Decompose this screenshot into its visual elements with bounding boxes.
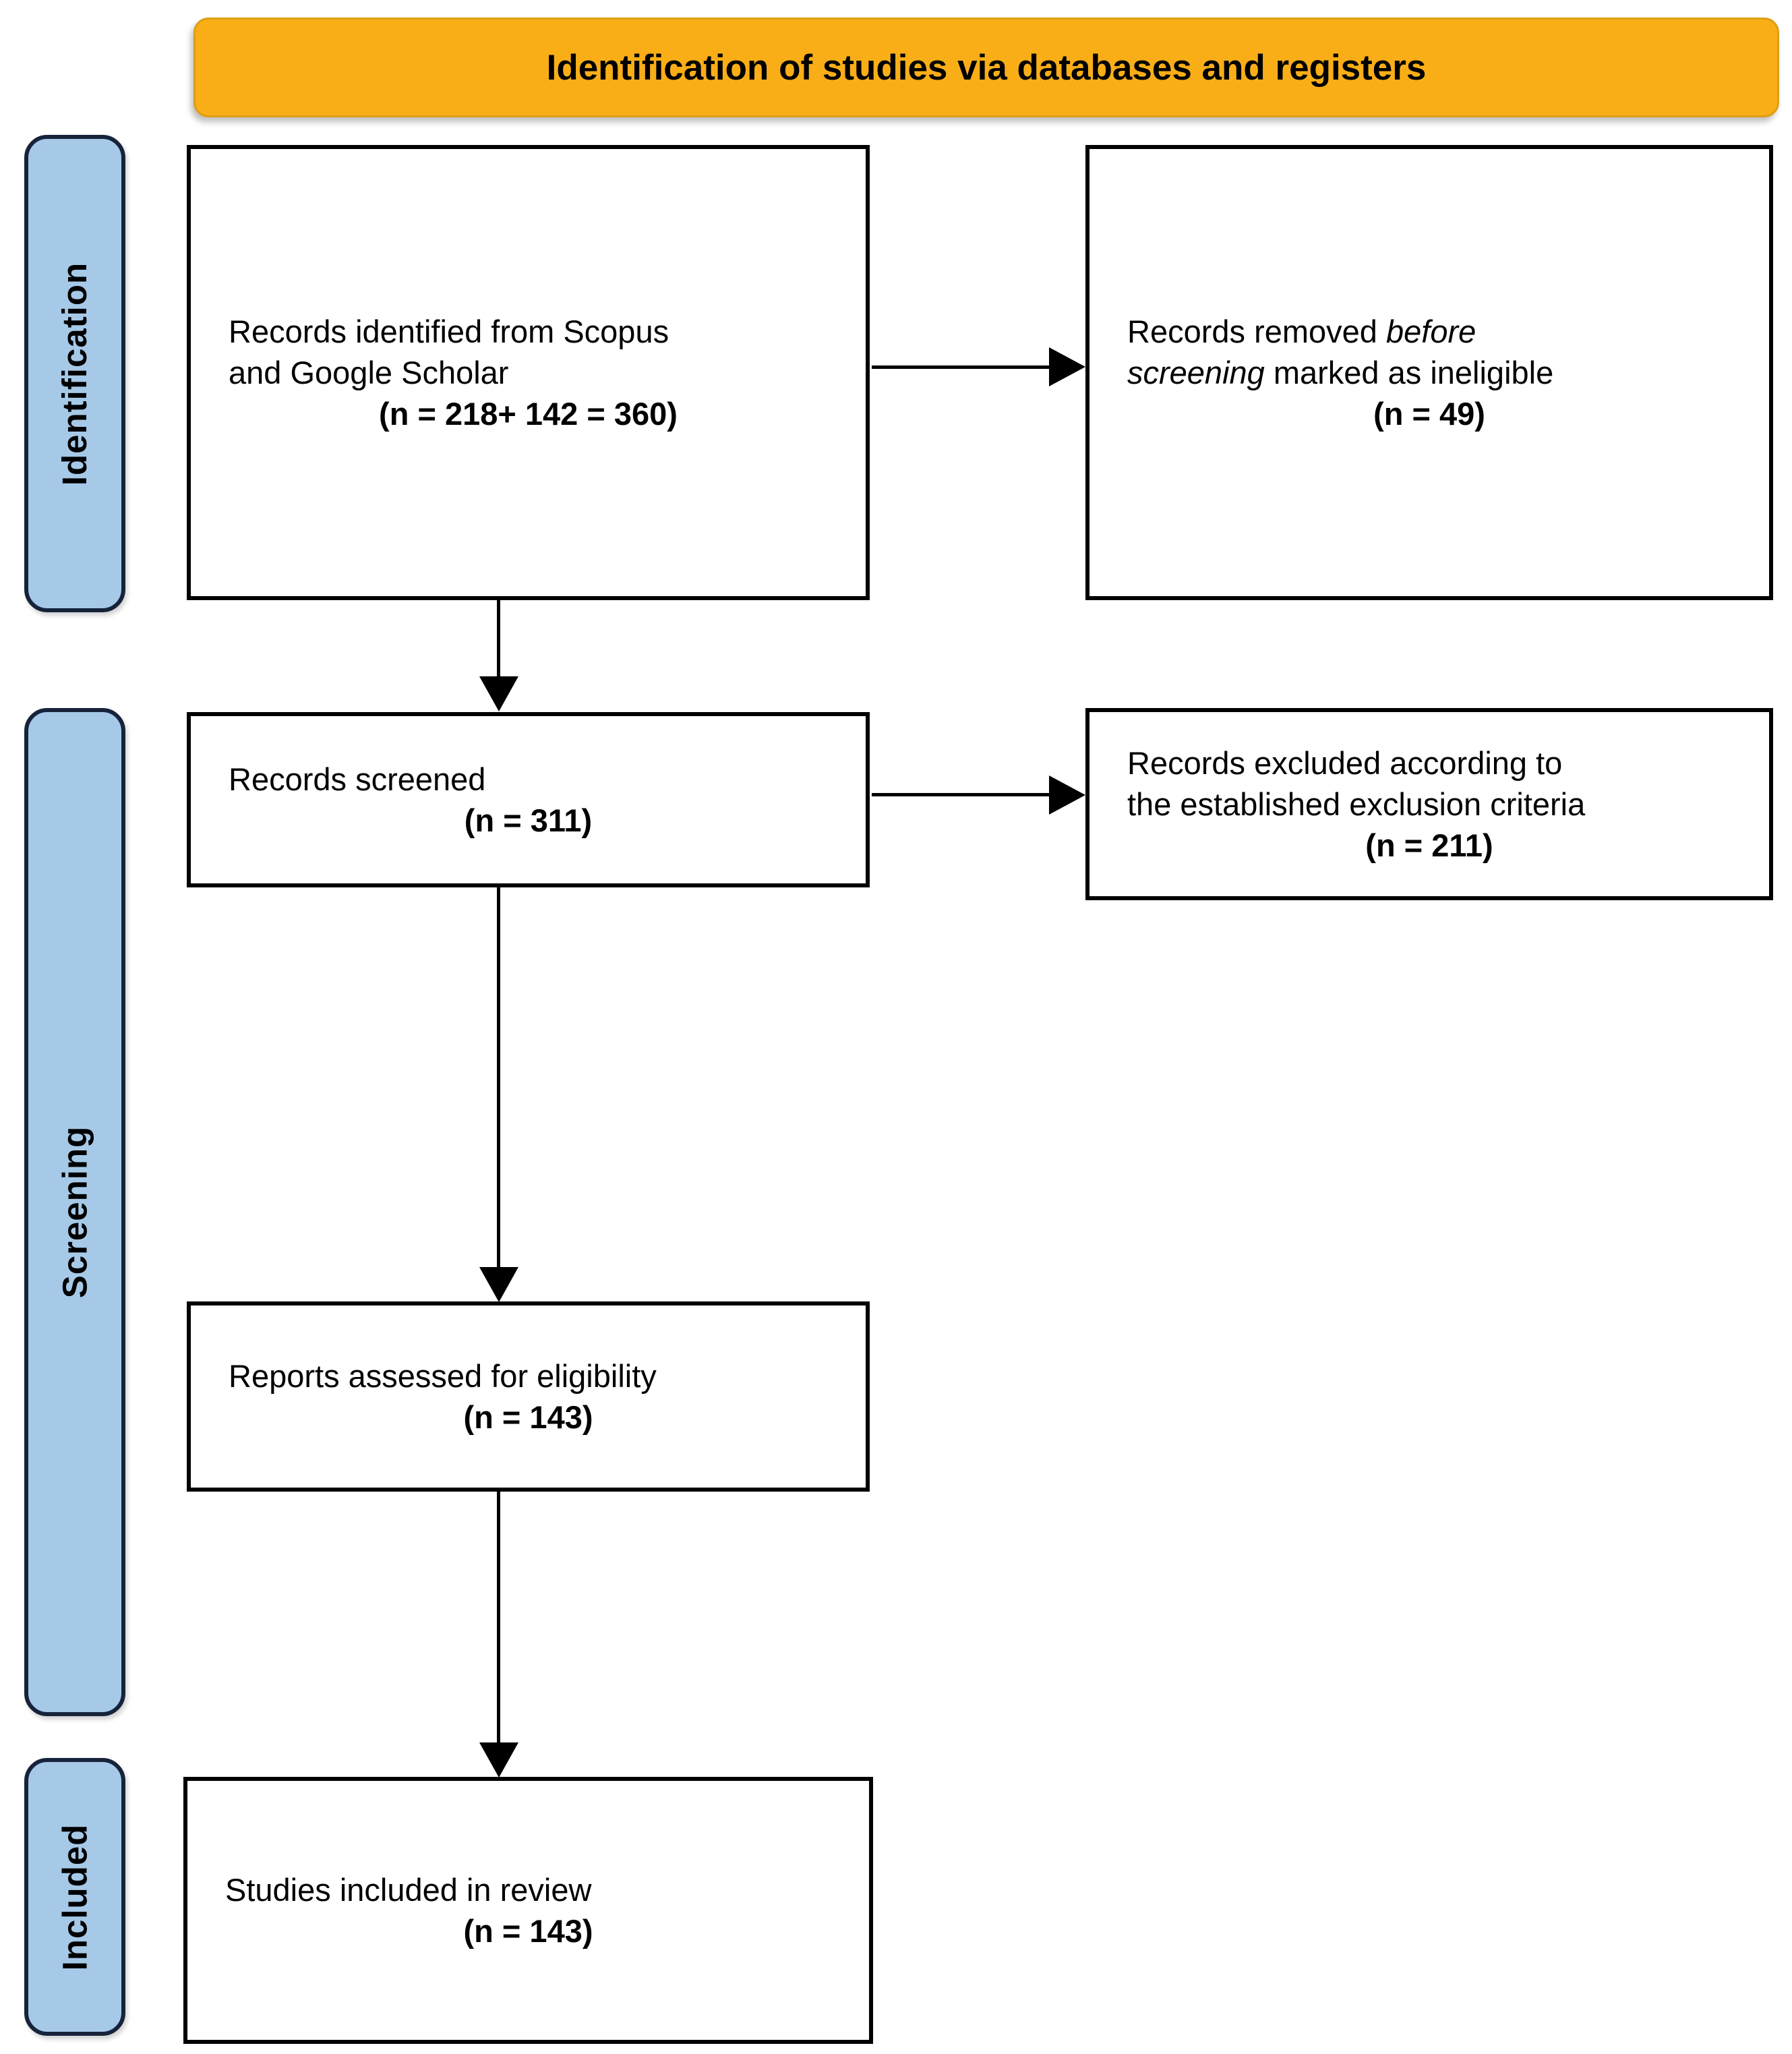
stage-label-screening: Screening [24, 708, 125, 1716]
arrow-assessed-to-included-head [479, 1742, 518, 1778]
arrow-assessed-to-included-line [497, 1492, 500, 1744]
records-removed-box: Records removed before screening marked … [1085, 145, 1773, 600]
arrow-screened-to-assessed-head [479, 1267, 518, 1302]
records-excluded-line1: Records excluded according to [1127, 745, 1563, 781]
arrow-identified-to-screened-line [497, 600, 500, 678]
arrow-identified-to-removed-head [1049, 347, 1085, 386]
diagram-title: Identification of studies via databases … [546, 47, 1427, 88]
records-removed-line1: Records removed before [1089, 311, 1769, 352]
diagram-header-banner: Identification of studies via databases … [193, 18, 1779, 117]
stage-label-identification-text: Identification [55, 262, 94, 486]
arrow-identified-to-screened-head [479, 676, 518, 711]
records-excluded-box: Records excluded according to the establ… [1085, 708, 1773, 900]
records-excluded-line2: the established exclusion criteria [1127, 786, 1586, 822]
records-removed-line2: screening marked as ineligible [1089, 352, 1769, 393]
records-removed-line1-prefix: Records removed [1127, 314, 1386, 349]
arrow-identified-to-removed-line [872, 365, 1050, 369]
records-identified-box: Records identified from Scopus and Googl… [187, 145, 870, 600]
reports-assessed-count: (n = 143) [463, 1399, 593, 1435]
arrow-screened-to-excluded-line [872, 793, 1050, 796]
records-screened-line1: Records screened [229, 761, 486, 797]
stage-label-included-text: Included [55, 1823, 94, 1970]
stage-label-identification: Identification [24, 135, 125, 612]
records-screened-box: Records screened (n = 311) [187, 712, 870, 887]
arrow-screened-to-assessed-line [497, 887, 500, 1269]
stage-label-screening-text: Screening [55, 1125, 94, 1299]
studies-included-box: Studies included in review (n = 143) [183, 1777, 873, 2044]
records-removed-line2-italic: screening [1127, 355, 1265, 390]
records-screened-count: (n = 311) [464, 802, 593, 838]
reports-assessed-line1: Reports assessed for eligibility [229, 1358, 657, 1394]
reports-assessed-box: Reports assessed for eligibility (n = 14… [187, 1301, 870, 1492]
records-removed-line1-italic: before [1386, 314, 1476, 349]
records-identified-count: (n = 218+ 142 = 360) [379, 396, 678, 432]
studies-included-line1: Studies included in review [225, 1872, 592, 1908]
studies-included-count: (n = 143) [463, 1913, 593, 1949]
records-identified-line2: and Google Scholar [229, 355, 509, 390]
records-identified-line1: Records identified from Scopus [229, 314, 669, 349]
records-removed-count: (n = 49) [1373, 396, 1485, 432]
arrow-screened-to-excluded-head [1049, 775, 1085, 815]
stage-label-included: Included [24, 1758, 125, 2036]
records-removed-line2-suffix: marked as ineligible [1264, 355, 1554, 390]
records-excluded-count: (n = 211) [1365, 827, 1493, 863]
